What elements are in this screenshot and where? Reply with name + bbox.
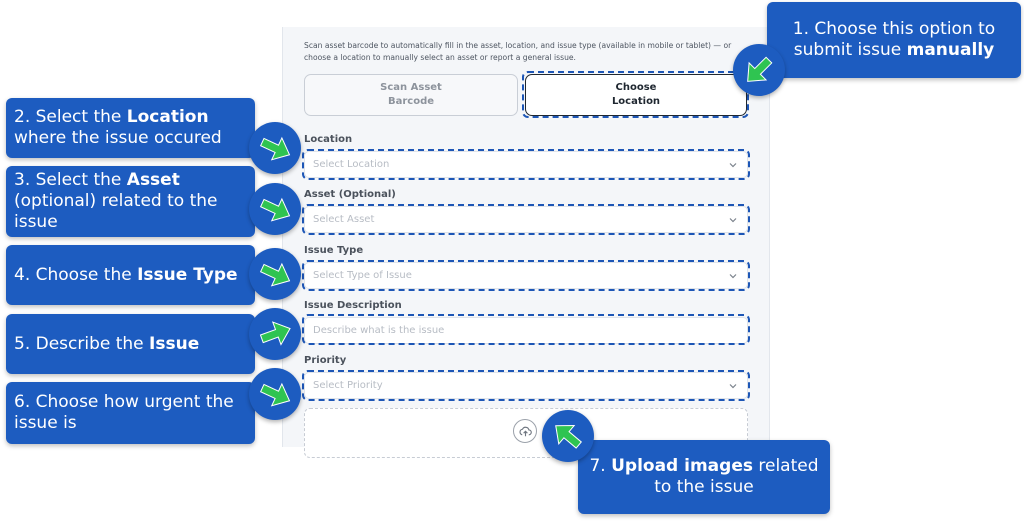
priority-select[interactable]: Select Priority	[304, 372, 748, 399]
pointer-badge-6	[249, 368, 301, 420]
callout-2-post: where the issue occured	[14, 128, 222, 148]
priority-label: Priority	[304, 355, 347, 366]
issue-type-placeholder: Select Type of Issue	[313, 270, 412, 281]
chevron-down-icon	[729, 163, 737, 168]
cloud-upload-icon[interactable]	[513, 419, 537, 443]
pointer-badge-7	[542, 410, 594, 462]
callout-7-bold: Upload images	[611, 456, 753, 476]
callout-2-pre: 2. Select the	[14, 107, 127, 127]
chevron-down-icon	[729, 218, 737, 223]
callout-step-6: 6. Choose how urgent the issue is	[6, 382, 255, 444]
pointer-badge-1	[733, 44, 785, 96]
callout-6-text: 6. Choose how urgent the issue is	[14, 392, 234, 433]
callout-3-post: (optional) related to the issue	[14, 191, 218, 232]
callout-step-3: 3. Select the Asset (optional) related t…	[6, 166, 255, 237]
asset-select[interactable]: Select Asset	[304, 206, 748, 233]
callout-4-bold: Issue Type	[137, 264, 238, 285]
location-label: Location	[304, 134, 353, 145]
callout-3-bold: Asset	[126, 170, 180, 190]
green-arrow-icon	[747, 56, 773, 82]
asset-label: Asset (Optional)	[304, 189, 396, 200]
callout-7-pre: 7.	[589, 456, 612, 476]
issue-description-placeholder: Describe what is the issue	[313, 325, 445, 336]
issue-type-label: Issue Type	[304, 245, 364, 256]
callout-3-pre: 3. Select the	[14, 170, 127, 190]
scan-button-line1: Scan Asset	[380, 82, 442, 93]
form-intro-text: Scan asset barcode to automatically fill…	[304, 41, 732, 62]
choose-button-line1: Choose	[615, 82, 657, 93]
green-arrow-icon	[555, 425, 583, 449]
choose-button-line2: Location	[611, 96, 661, 107]
pointer-badge-2	[249, 122, 301, 174]
green-arrow-icon	[259, 321, 291, 346]
pointer-badge-3	[249, 183, 301, 235]
green-arrow-icon	[259, 382, 291, 407]
asset-placeholder: Select Asset	[313, 214, 375, 225]
issue-description-label: Issue Description	[304, 300, 402, 311]
green-arrow-icon	[259, 197, 291, 222]
choose-location-button[interactable]: Choose Location	[525, 74, 747, 116]
pointer-badge-4	[249, 248, 301, 300]
issue-description-input[interactable]: Describe what is the issue	[304, 317, 748, 344]
issue-type-select[interactable]: Select Type of Issue	[304, 262, 748, 289]
callout-1-bold: manually	[906, 40, 995, 60]
location-placeholder: Select Location	[313, 159, 390, 170]
pointer-badge-5	[249, 308, 301, 360]
green-arrow-icon	[259, 262, 291, 287]
callout-7-post: related to the issue	[654, 456, 819, 497]
callout-5-pre: 5. Describe the	[14, 333, 150, 354]
scan-button-line2: Barcode	[387, 96, 435, 107]
location-select[interactable]: Select Location	[304, 151, 748, 178]
callout-step-1: 1. Choose this option to submit issue ma…	[767, 2, 1021, 78]
callout-step-2: 2. Select the Location where the issue o…	[6, 98, 255, 158]
callout-5-bold: Issue	[149, 333, 200, 354]
priority-placeholder: Select Priority	[313, 380, 383, 391]
callout-1-text: 1. Choose this option to submit issue	[792, 19, 996, 60]
green-arrow-icon	[259, 136, 291, 161]
scan-asset-barcode-button[interactable]: Scan Asset Barcode	[304, 74, 518, 116]
chevron-down-icon	[729, 274, 737, 279]
callout-step-4: 4. Choose the Issue Type	[6, 245, 255, 305]
callout-4-pre: 4. Choose the	[14, 264, 138, 285]
callout-step-5: 5. Describe the Issue	[6, 314, 255, 374]
callout-step-7: 7. Upload images related to the issue	[578, 440, 830, 514]
callout-2-bold: Location	[126, 107, 209, 127]
chevron-down-icon	[729, 384, 737, 389]
